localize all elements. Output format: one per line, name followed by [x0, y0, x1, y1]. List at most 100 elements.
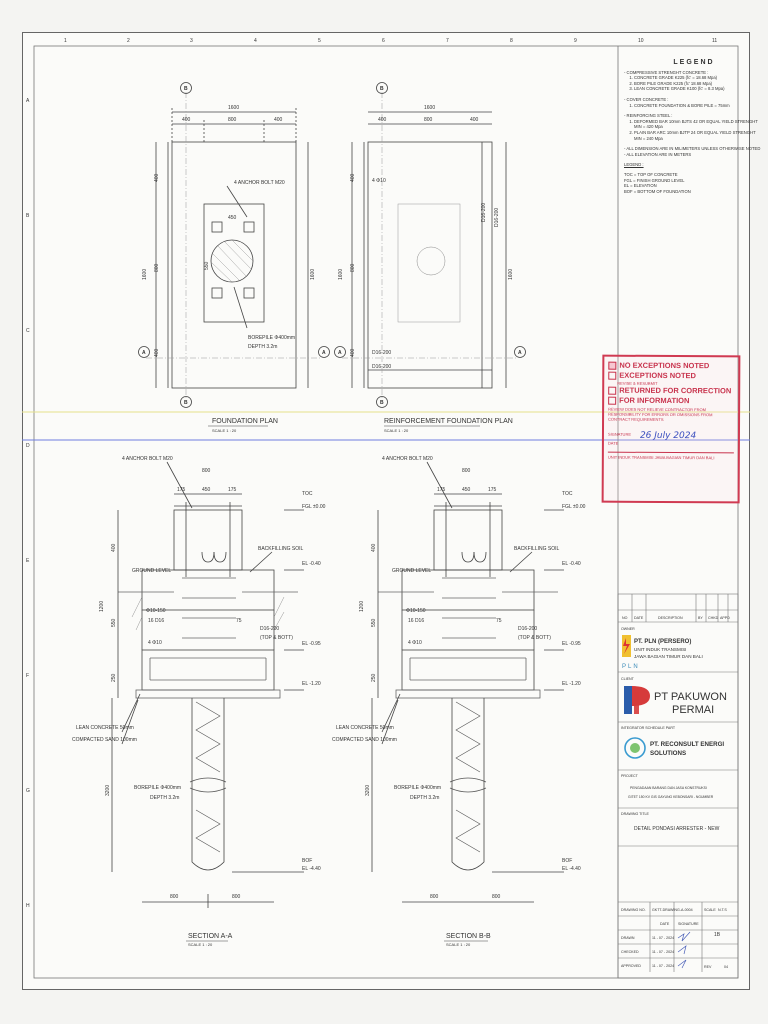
rf-bar-d16-vert2: D16-200	[494, 208, 500, 227]
rf-side-1600: 1600	[338, 269, 344, 280]
legend-compressive-list: CONCRETE GRADE K225 (fc' = 18.68 Mpa) BO…	[624, 75, 764, 92]
integrator-label: INTEGRATOR SCHEDULE PART	[621, 726, 676, 730]
sa-backfill: BACKFILLING SOIL	[258, 546, 304, 552]
grid-col-5: 5	[318, 38, 321, 44]
grid-col-10: 10	[638, 38, 644, 44]
fp-marker-a-right: A	[322, 350, 326, 356]
legend-note: - ALL DIMENSION ARE IN MILIMETERS UNLESS…	[624, 146, 761, 152]
rf-plan-labels: 1600 400 800 400 400 800 400 1600 1600 4…	[338, 105, 514, 433]
stamp-no-exceptions: NO EXCEPTIONS NOTED	[619, 360, 710, 371]
client-name-1: PT PAKUWON	[654, 691, 727, 703]
rev-value: 04	[724, 965, 728, 969]
legend-abbr: TOC = TOP OF CONCRETE	[624, 171, 678, 177]
sb-ties: 4 Φ10	[408, 640, 422, 646]
pln-wordmark: PLN	[622, 664, 640, 670]
owner-section: OWNER PT. PLN (PERSERO) UNIT INDUK TRANS…	[621, 627, 703, 670]
checked-label: CHECKED	[621, 950, 639, 954]
scale-value: N.T.S	[718, 908, 727, 912]
fp-marker-b-bottom: B	[184, 400, 188, 406]
rf-outline	[367, 141, 493, 389]
checked-date: 11 - 07 - 2024	[652, 950, 674, 954]
sb-ground-level: GROUND LEVEL	[392, 568, 431, 574]
sheet-number: 1B	[714, 932, 721, 938]
fp-right-1600: 1600	[310, 269, 316, 280]
legend-panel: LEGEND - COMPRESSIVE STRENGHT CONCRETE :…	[621, 56, 767, 352]
sb-left-400: 400	[371, 543, 377, 552]
rev-header-description: DESCRIPTION	[658, 616, 683, 620]
sa-lean-label: LEAN CONCRETE 50mm	[76, 725, 134, 731]
sb-main-bar: 16 D16	[408, 618, 424, 624]
drawn-label: DRAWN	[621, 936, 635, 940]
stamp-date-label: DATE	[607, 440, 619, 446]
approved-label: APPROVED	[621, 964, 641, 968]
sb-depth-label: DEPTH 3.2m	[410, 795, 439, 801]
sheet-outer-border	[22, 32, 750, 990]
legend-abbr-head: LEGEND :	[624, 162, 644, 168]
sb-cover: 75	[496, 618, 502, 624]
signature-col-label: SIGNATURE	[678, 922, 699, 926]
stamp-unit: UNIT INDUK TRANSMISI JAWA BAGIAN TIMUR D…	[607, 451, 734, 461]
legend-compressive: - COMPRESSIVE STRENGHT CONCRETE :	[624, 69, 709, 75]
fp-inner-450: 450	[228, 215, 237, 221]
sa-bottom-800b: 800	[232, 894, 241, 900]
stamp-exceptions: EXCEPTIONS NOTED	[619, 370, 696, 381]
sa-spiral-upper	[195, 701, 221, 773]
grid-row-g: G	[26, 788, 30, 794]
section-a-labels: 4 ANCHOR BOLT M20 800 175 450 175 TOC FG…	[72, 456, 326, 947]
sa-bottom-800a: 800	[170, 894, 179, 900]
legend-steel-item: DEFORMED BAR 10mm BJTS 42 OR EQUAL YIELD…	[634, 119, 764, 130]
rf-marker-b-top: B	[380, 86, 384, 92]
sa-spiral-lower	[195, 809, 221, 853]
drawing-no-label: DRAWING NO.	[621, 908, 646, 912]
legend-cover-item: CONCRETE FOUNDATION & BORE PILE = 75mm	[634, 103, 764, 109]
sb-backfill: BACKFILLING SOIL	[514, 546, 560, 552]
sb-left-1200: 1200	[359, 601, 365, 612]
fp-scale: SCALE 1 : 20	[212, 428, 237, 433]
rf-marker-letters: B B A A	[338, 86, 522, 406]
sb-el2: EL -0.95	[562, 641, 581, 647]
scale-label: SCALE	[704, 908, 716, 912]
stamp-row-exceptions: EXCEPTIONS NOTED	[608, 371, 734, 381]
integrator-section: INTEGRATOR SCHEDULE PART PT. RECONSULT E…	[621, 726, 724, 759]
rf-scale: SCALE 1 : 20	[384, 428, 409, 433]
sa-dim-450: 450	[202, 487, 211, 493]
rf-bar-d16-h2: D16-200	[372, 364, 391, 370]
legend-cover-list: CONCRETE FOUNDATION & BORE PILE = 75mm	[624, 103, 764, 109]
sa-left-550: 550	[111, 618, 117, 627]
sa-ground-level: GROUND LEVEL	[132, 568, 171, 574]
grid-col-6: 6	[382, 38, 385, 44]
section-b-b	[371, 461, 564, 903]
sa-left-250: 250	[111, 673, 117, 682]
drawing-title-label: DRAWING TITLE	[621, 812, 650, 816]
fp-inner-550: 550	[204, 261, 210, 270]
rf-side-400a: 400	[350, 173, 356, 182]
client-label: CLIENT	[621, 677, 635, 681]
fp-marker-b-top: B	[184, 86, 188, 92]
stamp-checkbox-checked	[608, 361, 617, 370]
rf-marker-a-right: A	[518, 350, 522, 356]
reconsult-logo	[624, 737, 646, 759]
legend-comp-item: LEAN CONCRETE GRADE K100 (fc' = 8.3 Mpa)	[634, 86, 764, 92]
sb-el4: EL -4.40	[562, 866, 581, 872]
rf-bar-d16-h1: D16-200	[372, 350, 391, 356]
pakuwon-logo	[624, 686, 650, 714]
sa-el3: EL -1.20	[302, 681, 321, 687]
rf-side-800: 800	[350, 263, 356, 272]
sa-stirrup: Φ10-150	[146, 608, 166, 614]
drawing-sheet: 1 2 3 4 5 6 7 8 9 10 11 A B C D E F G H	[22, 32, 760, 990]
project-line-1: PENGADAAN BARANG DAN JASA KONSTRUKSI	[630, 786, 707, 790]
foundation-plan	[146, 92, 322, 398]
rf-dim-400b: 400	[470, 117, 479, 123]
sa-borepile-label: BOREPILE Φ400mm	[134, 785, 181, 791]
sa-el2: EL -0.95	[302, 641, 321, 647]
sa-borepile	[191, 698, 225, 871]
grid-row-b: B	[26, 213, 30, 219]
sb-dim-175a: 175	[437, 487, 446, 493]
sb-topbot: (TOP & BOTT)	[518, 635, 551, 641]
sb-sand-label: COMPACTED SAND 100mm	[332, 737, 397, 743]
client-section: CLIENT PT PAKUWON PERMAI	[621, 677, 727, 716]
grid-row-h: H	[26, 903, 30, 909]
stamp-row-info: FOR INFORMATION	[608, 396, 734, 406]
sb-el1: EL -0.40	[562, 561, 581, 567]
sb-borepile-label: BOREPILE Φ400mm	[394, 785, 441, 791]
